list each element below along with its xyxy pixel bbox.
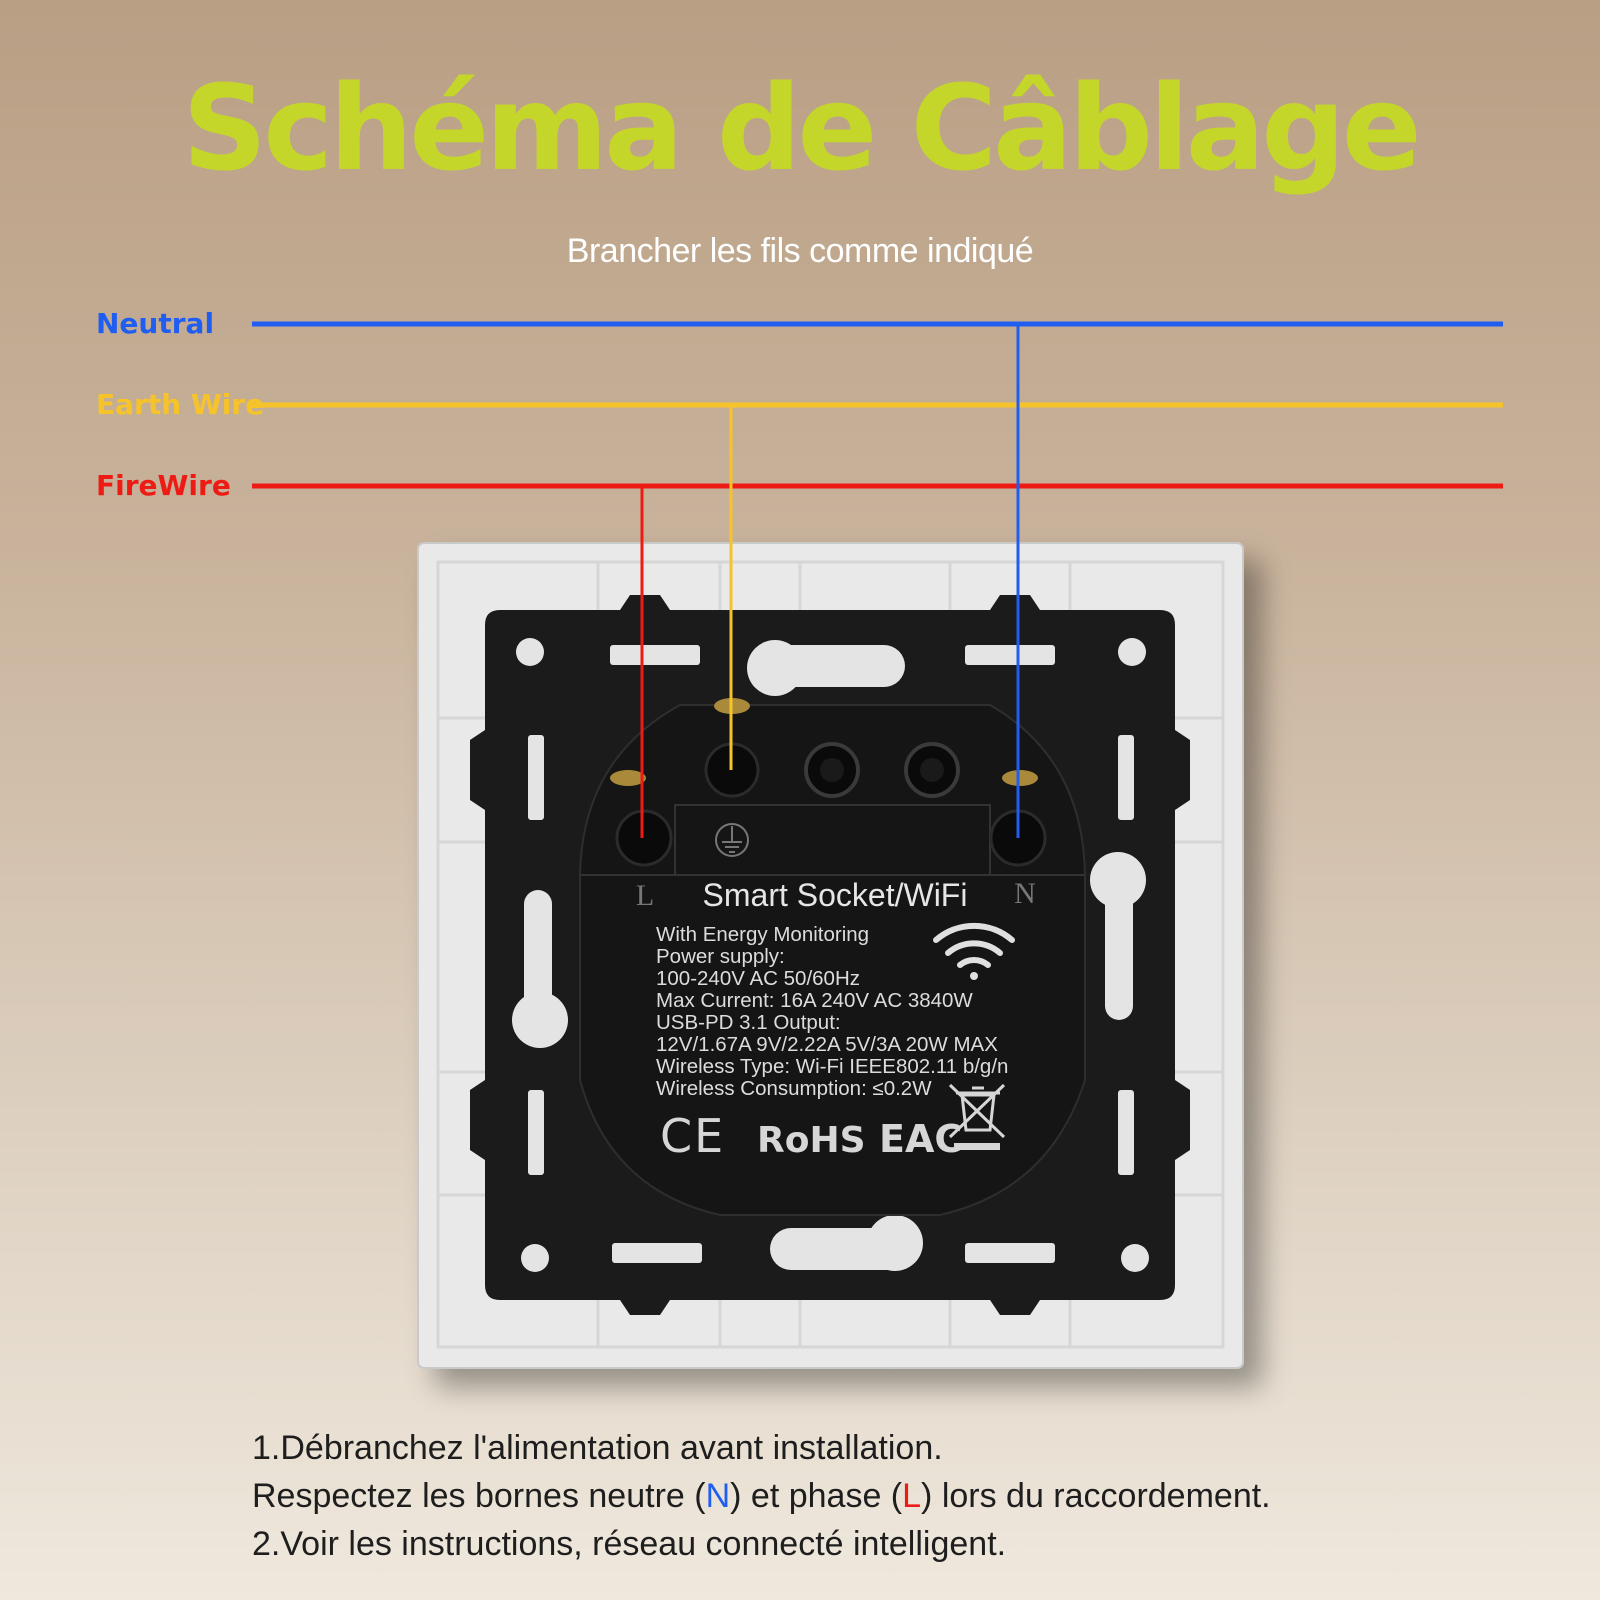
terminal-label-n: N bbox=[1014, 877, 1036, 910]
weee-bin-icon bbox=[948, 1083, 1006, 1150]
earth-wire-label: Earth Wire bbox=[96, 388, 265, 421]
device-specs: With Energy Monitoring Power supply: 100… bbox=[656, 923, 1008, 1100]
device-name: Smart Socket/WiFi bbox=[703, 877, 968, 913]
ce-mark: CE bbox=[660, 1109, 725, 1163]
instruction-line-2-part-b: ) et phase ( bbox=[730, 1477, 903, 1515]
socket-module bbox=[579, 704, 1086, 1216]
ground-icon bbox=[715, 823, 749, 857]
instruction-line-2-part-c: ) lors du raccordement. bbox=[921, 1477, 1271, 1515]
spec-line: Power supply: bbox=[656, 945, 785, 968]
instruction-line-1: 1.Débranchez l'alimentation avant instal… bbox=[252, 1429, 943, 1467]
rohs-mark: RoHS bbox=[757, 1120, 866, 1161]
terminal-label-l: L bbox=[636, 879, 654, 912]
page-title: Schéma de Câblage bbox=[182, 59, 1421, 197]
spec-line: 100-240V AC 50/60Hz bbox=[656, 967, 860, 990]
instruction-line-2-part-a: Respectez les bornes neutre ( bbox=[252, 1477, 706, 1515]
spec-line: With Energy Monitoring bbox=[656, 923, 869, 946]
installation-instructions: 1.Débranchez l'alimentation avant instal… bbox=[252, 1424, 1271, 1568]
spec-line: USB-PD 3.1 Output: bbox=[656, 1011, 841, 1034]
spec-line: Wireless Consumption: ≤0.2W bbox=[656, 1077, 932, 1100]
instruction-line-2: Respectez les bornes neutre (N) et phase… bbox=[252, 1472, 1271, 1520]
spec-line: 12V/1.67A 9V/2.22A 5V/3A 20W MAX bbox=[656, 1033, 998, 1056]
fire-wire-label: FireWire bbox=[96, 469, 231, 502]
page-subtitle: Brancher les fils comme indiqué bbox=[566, 232, 1034, 270]
wifi-icon bbox=[933, 922, 1015, 980]
drop-wires bbox=[640, 324, 1020, 838]
plate-cutouts bbox=[512, 638, 1149, 1272]
eac-mark: EAC bbox=[879, 1117, 962, 1161]
neutral-terminal-letter: N bbox=[705, 1477, 731, 1515]
instruction-line-3: 2.Voir les instructions, réseau connecté… bbox=[252, 1525, 1007, 1563]
wire-bus bbox=[252, 321, 1503, 489]
neutral-wire-label: Neutral bbox=[96, 307, 215, 340]
phase-terminal-letter: L bbox=[902, 1477, 922, 1515]
spec-line: Max Current: 16A 240V AC 3840W bbox=[656, 989, 973, 1012]
spec-line: Wireless Type: Wi-Fi IEEE802.11 b/g/n bbox=[656, 1055, 1008, 1078]
